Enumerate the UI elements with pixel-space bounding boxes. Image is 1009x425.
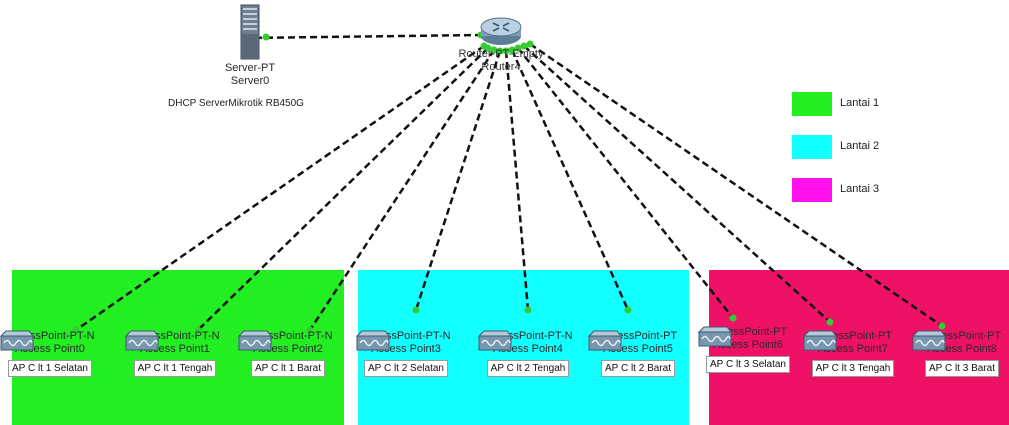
access-point-node[interactable]: AccessPoint-PT-N Access Point1 AP C lt 1… [125,330,225,377]
server-name-label: Server0 [230,75,270,87]
access-point-icon [125,330,159,351]
port-router [526,40,534,48]
access-point-icon [238,330,272,351]
access-point-icon [803,330,837,351]
ap-tag-label: AP C lt 2 Tengah [486,360,570,377]
link-router-ap[interactable] [523,45,831,323]
access-point-icon [0,330,34,351]
access-point-node[interactable]: AccessPoint-PT Access Point7 AP C lt 3 T… [803,330,903,377]
link-router-ap[interactable] [504,50,530,311]
access-point-node[interactable]: AccessPoint-PT Access Point8 AP C lt 3 B… [912,330,1009,377]
port-access-point [306,326,314,334]
port-access-point [624,306,632,314]
router-icon [480,17,522,45]
link-router-ap[interactable] [510,49,630,311]
port-router [508,46,516,54]
port-access-point [194,326,202,334]
access-point-node[interactable]: AccessPoint-PT-N Access Point0 AP C lt 1… [0,330,100,377]
access-point-node[interactable]: AccessPoint-PT-N Access Point2 AP C lt 1… [238,330,338,377]
access-point-icon [588,330,622,351]
floor-2-zone [358,270,689,425]
link-router-ap[interactable] [517,47,734,319]
server-tower-icon [240,4,260,60]
link-router-ap[interactable] [75,44,485,332]
link-router-ap[interactable] [529,42,943,328]
port-access-point [826,318,834,326]
port-router [502,47,510,55]
port-access-point [729,314,737,322]
access-point-node[interactable]: AccessPoint-PT Access Point6 AP C lt 3 S… [698,326,798,373]
port-router [490,46,498,54]
port-router [484,44,492,52]
access-point-node[interactable]: AccessPoint-PT-N Access Point4 AP C lt 2… [478,330,578,377]
ap-tag-label: AP C lt 1 Barat [251,360,325,377]
ap-tag-label: AP C lt 2 Barat [601,360,675,377]
port-access-point [412,306,420,314]
server-note: DHCP ServerMikrotik RB450G [168,98,304,109]
access-point-icon [698,326,732,347]
access-point-icon [478,330,512,351]
floor-3-zone [709,270,1009,425]
router-type-label: Router-PT-Empty [458,48,544,60]
ap-tag-label: AP C lt 3 Tengah [811,360,895,377]
port-access-point [72,326,80,334]
link-router-ap[interactable] [308,49,496,331]
router-name-label: Router4 [481,61,521,73]
port-router [514,44,522,52]
ap-links-group [72,40,946,334]
legend-swatch [792,178,832,202]
port-access-point [938,322,946,330]
access-point-icon [912,330,946,351]
ap-tag-label: AP C lt 3 Barat [925,360,999,377]
router-node[interactable]: Router-PT-Empty Router4 [453,14,549,74]
port-router [496,47,504,55]
link-server-router[interactable] [243,33,483,40]
ap-tag-label: AP C lt 3 Selatan [706,356,790,373]
legend-label: Lantai 2 [840,140,880,152]
link-router-ap[interactable] [414,50,502,311]
ap-tag-label: AP C lt 1 Selatan [8,360,92,377]
port-access-point [524,306,532,314]
server-type-label: Server-PT [224,62,276,74]
legend-swatch [792,135,832,159]
floor-1-zone [12,270,344,425]
server-node[interactable]: Server-PT Server0 [195,4,305,88]
access-point-node[interactable]: AccessPoint-PT-N Access Point3 AP C lt 2… [356,330,456,377]
link-router-ap[interactable] [197,47,489,331]
legend-swatch [792,92,832,116]
access-point-icon [356,330,390,351]
ap-tag-label: AP C lt 1 Tengah [133,360,217,377]
port-router [520,42,528,50]
ap-tag-label: AP C lt 2 Selatan [364,360,448,377]
legend-label: Lantai 1 [840,97,880,109]
port-server [262,33,270,41]
legend-label: Lantai 3 [840,183,880,195]
access-point-node[interactable]: AccessPoint-PT Access Point5 AP C lt 2 B… [588,330,688,377]
